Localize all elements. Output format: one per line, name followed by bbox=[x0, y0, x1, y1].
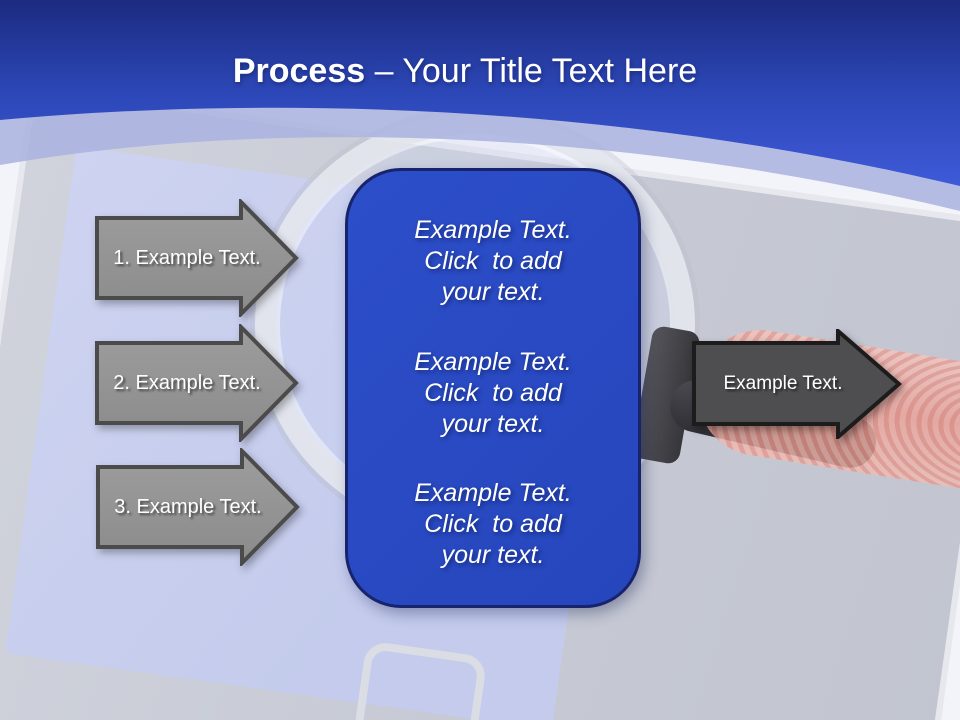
right-arrow-shape-icon bbox=[96, 448, 300, 566]
right-arrow-shape-icon bbox=[692, 329, 902, 439]
right-arrow-shape-icon bbox=[95, 199, 299, 317]
step-1-label: 1. Example Text. bbox=[113, 246, 261, 269]
output-label: Example Text. bbox=[723, 373, 843, 394]
page-title[interactable]: Process – Your Title Text Here bbox=[0, 52, 930, 91]
text-placeholder-1[interactable]: Example Text. Click to add your text. bbox=[414, 216, 572, 306]
page-title-keyword: Process bbox=[232, 52, 366, 90]
process-step-3-arrow[interactable]: 3. Example Text. bbox=[96, 448, 300, 566]
text-placeholder-2[interactable]: Example Text. Click to add your text. bbox=[414, 347, 572, 438]
process-step-1-arrow[interactable]: 1. Example Text. bbox=[95, 199, 299, 317]
process-step-2-arrow[interactable]: 2. Example Text. bbox=[95, 324, 299, 442]
process-output-arrow[interactable]: Example Text. bbox=[692, 329, 902, 439]
text-placeholder-3[interactable]: Example Text. Click to add your text. bbox=[414, 479, 572, 569]
step-2-label: 2. Example Text. bbox=[113, 371, 261, 394]
content-text-box: Example Text. Click to add your text. Ex… bbox=[345, 168, 641, 608]
right-arrow-shape-icon bbox=[95, 324, 299, 442]
step-3-label: 3. Example Text. bbox=[114, 495, 262, 518]
header-curve bbox=[0, 0, 960, 211]
page-title-rest: – Your Title Text Here bbox=[365, 52, 698, 90]
